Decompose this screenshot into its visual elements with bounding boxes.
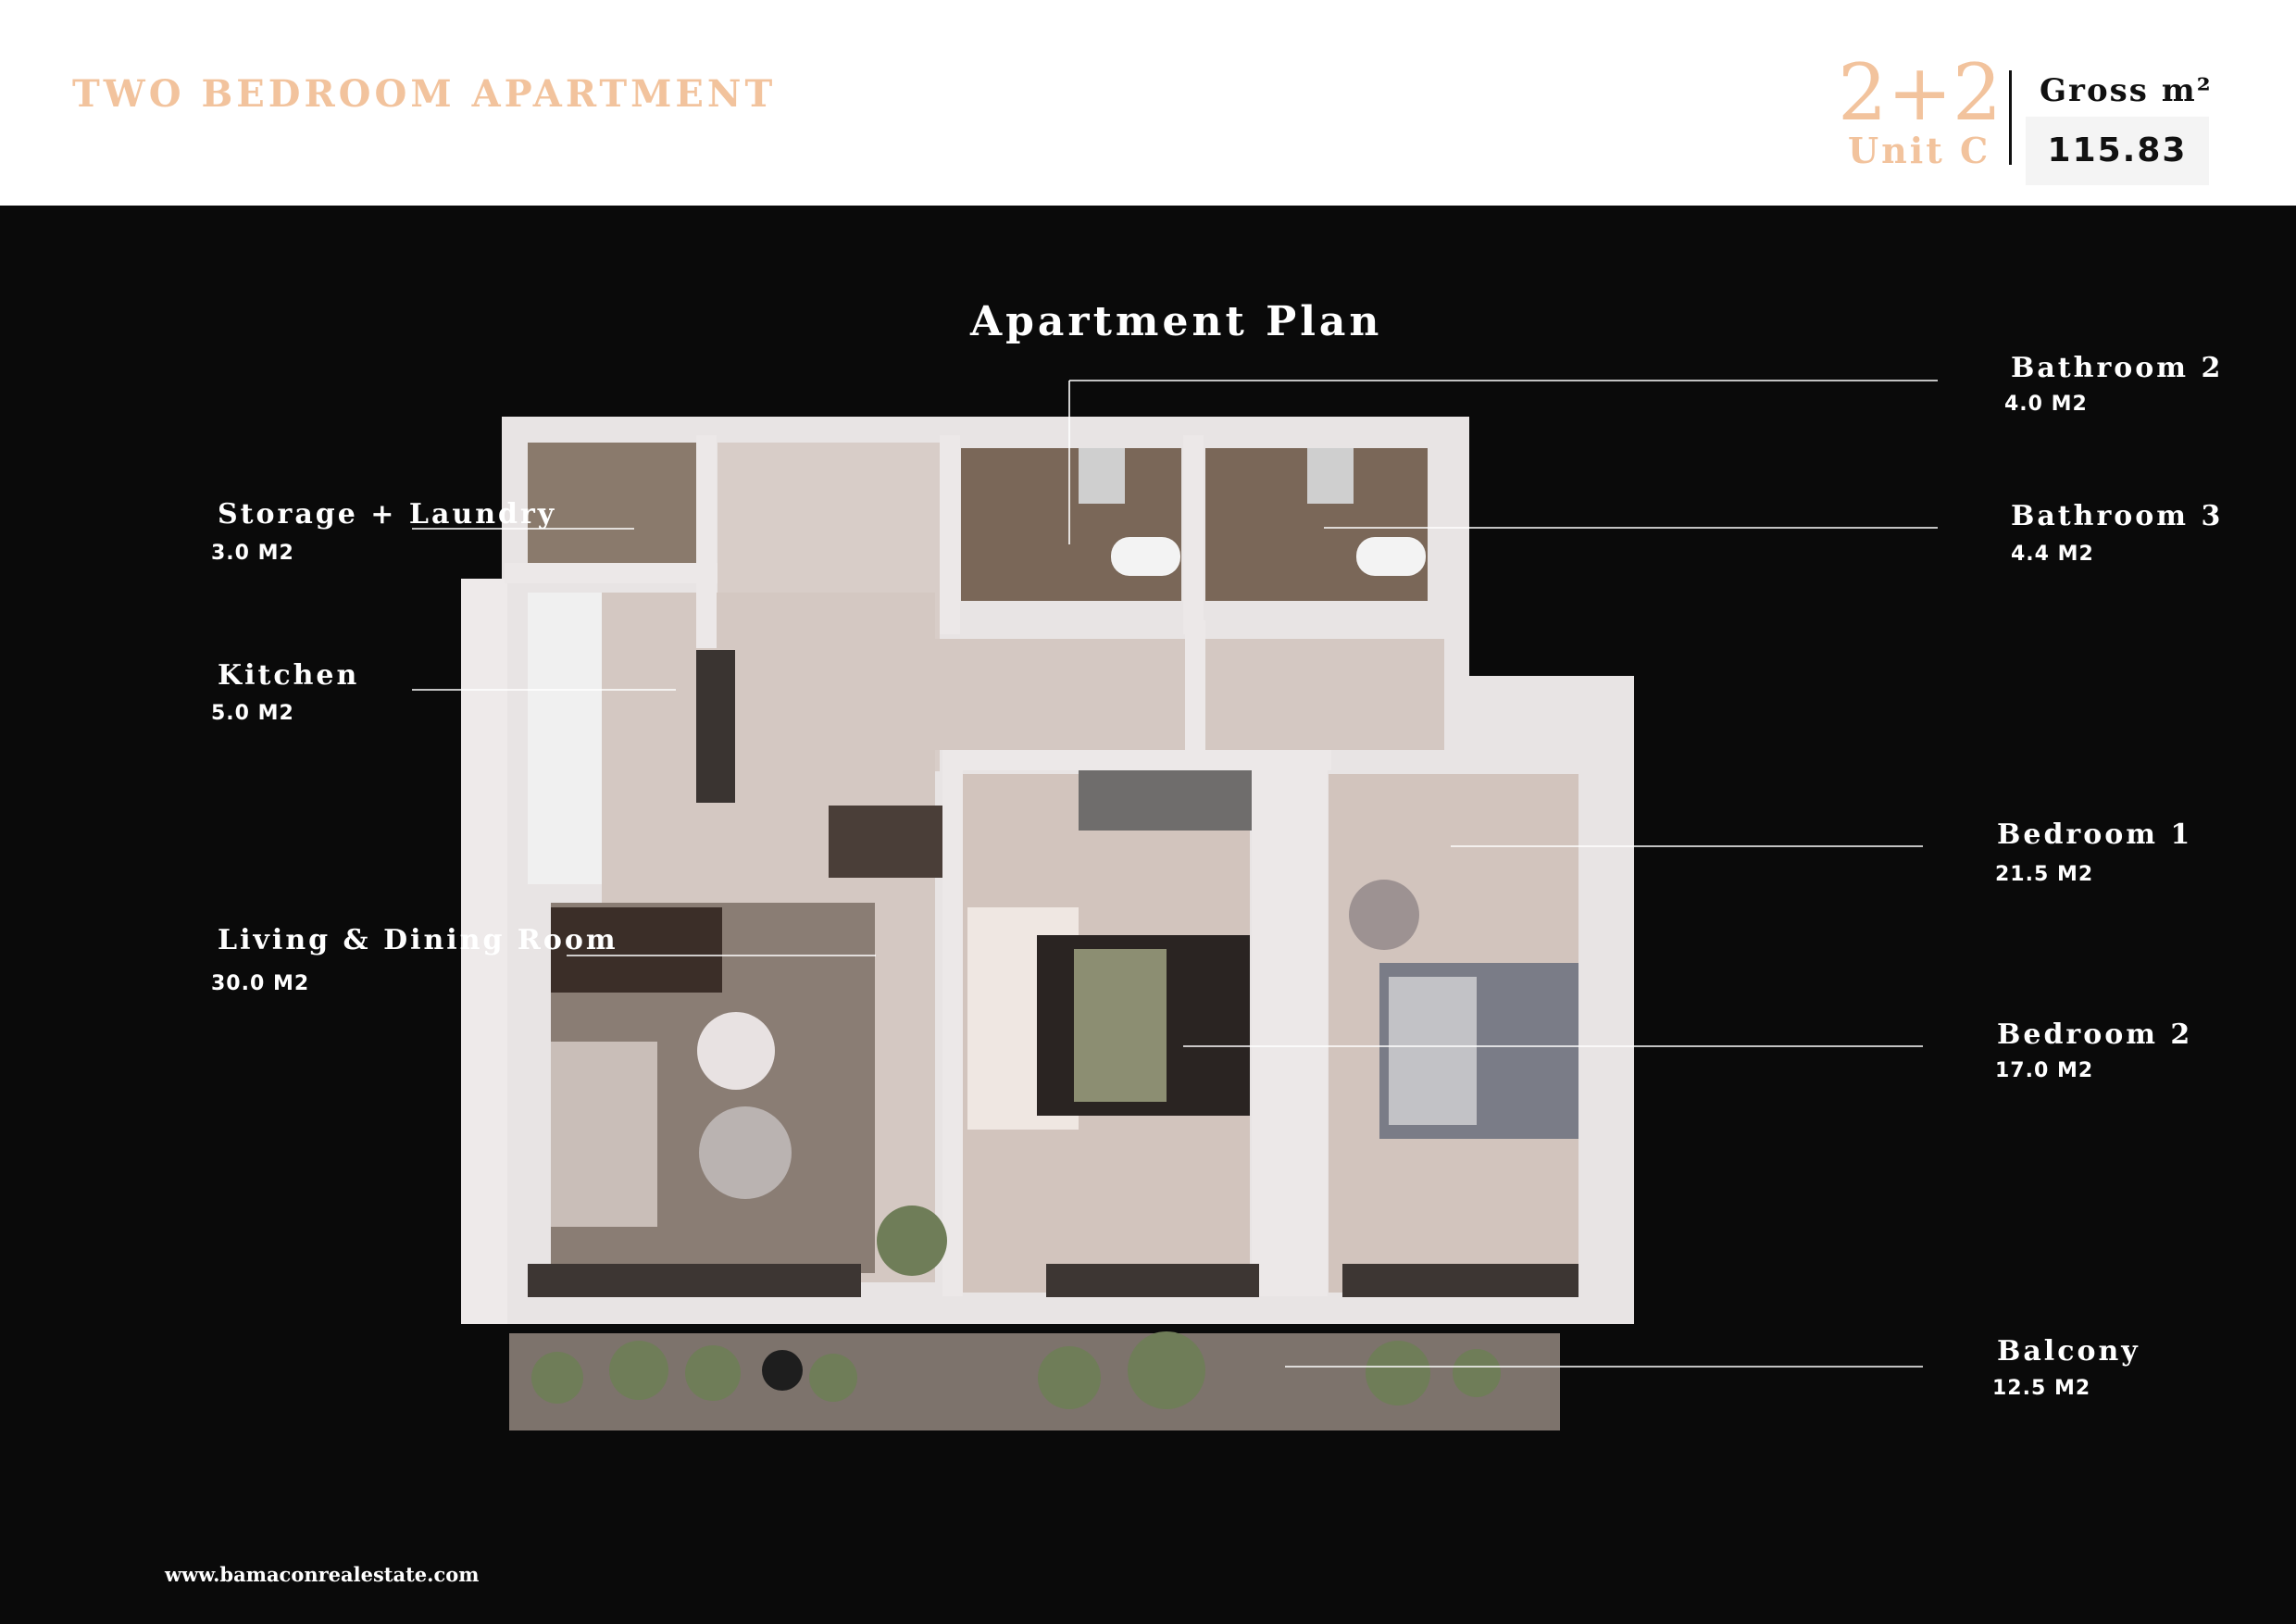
room-area-bed2: 17.0 M2 [1995,1059,2094,1082]
chair-bedroom-1 [1349,880,1419,950]
plan-windows [528,1264,1578,1297]
unit-name: Unit C [1848,130,1991,171]
room-area-storage: 3.0 M2 [211,542,294,565]
toilet-bath-2 [1111,537,1180,576]
bed-blanket-2 [1074,949,1167,1102]
sofa [551,907,722,993]
room-name-balcony: Balcony [1997,1335,2140,1368]
room-area-bed1: 21.5 M2 [1995,863,2094,886]
gross-area-label: Gross m² [2040,72,2213,109]
room-area-living: 30.0 M2 [211,972,310,995]
plan-interior-walls [505,435,1331,1296]
bed-blanket-1 [1389,977,1477,1125]
unit-type: 2+2 [1838,47,2003,138]
room-name-bed2: Bedroom 2 [1997,1018,2193,1051]
kitchen-counter [528,593,602,884]
balcony-plants [531,1331,1501,1409]
sofa-chaise [551,1042,657,1227]
dining-table [829,806,944,878]
room-area-bath2: 4.0 M2 [2004,393,2088,416]
footer-website-link[interactable]: www.bamaconrealestate.com [165,1563,480,1586]
room-name-bed1: Bedroom 1 [1997,818,2193,851]
room-name-storage: Storage + Laundry [218,498,557,531]
room-name-bath2: Bathroom 2 [2011,352,2224,384]
room-name-living: Living & Dining Room [218,924,618,956]
kitchen-island [696,650,735,803]
toilet-bath-3 [1356,537,1426,576]
living-plant [877,1206,947,1276]
plan-title: Apartment Plan [970,298,1383,345]
sink-bath-2 [1079,448,1125,504]
room-area-bath3: 4.4 M2 [2011,543,2094,566]
sink-bath-3 [1307,448,1354,504]
room-area-kitchen: 5.0 M2 [211,702,294,725]
header-divider [2009,70,2012,165]
plan-floors [509,443,1578,1430]
room-name-bath3: Bathroom 3 [2011,500,2224,532]
room-area-balcony: 12.5 M2 [1992,1377,2091,1400]
room-name-kitchen: Kitchen [218,659,360,692]
pouf [697,1012,775,1090]
page-title: TWO BEDROOM APARTMENT [72,72,777,116]
coffee-table [699,1106,792,1199]
gross-area-value: 115.83 [2026,117,2209,185]
header-bar: TWO BEDROOM APARTMENT 2+2 Unit C Gross m… [0,0,2296,206]
wardrobe-bedroom-2 [1079,770,1266,831]
leader-lines [412,380,1938,1368]
